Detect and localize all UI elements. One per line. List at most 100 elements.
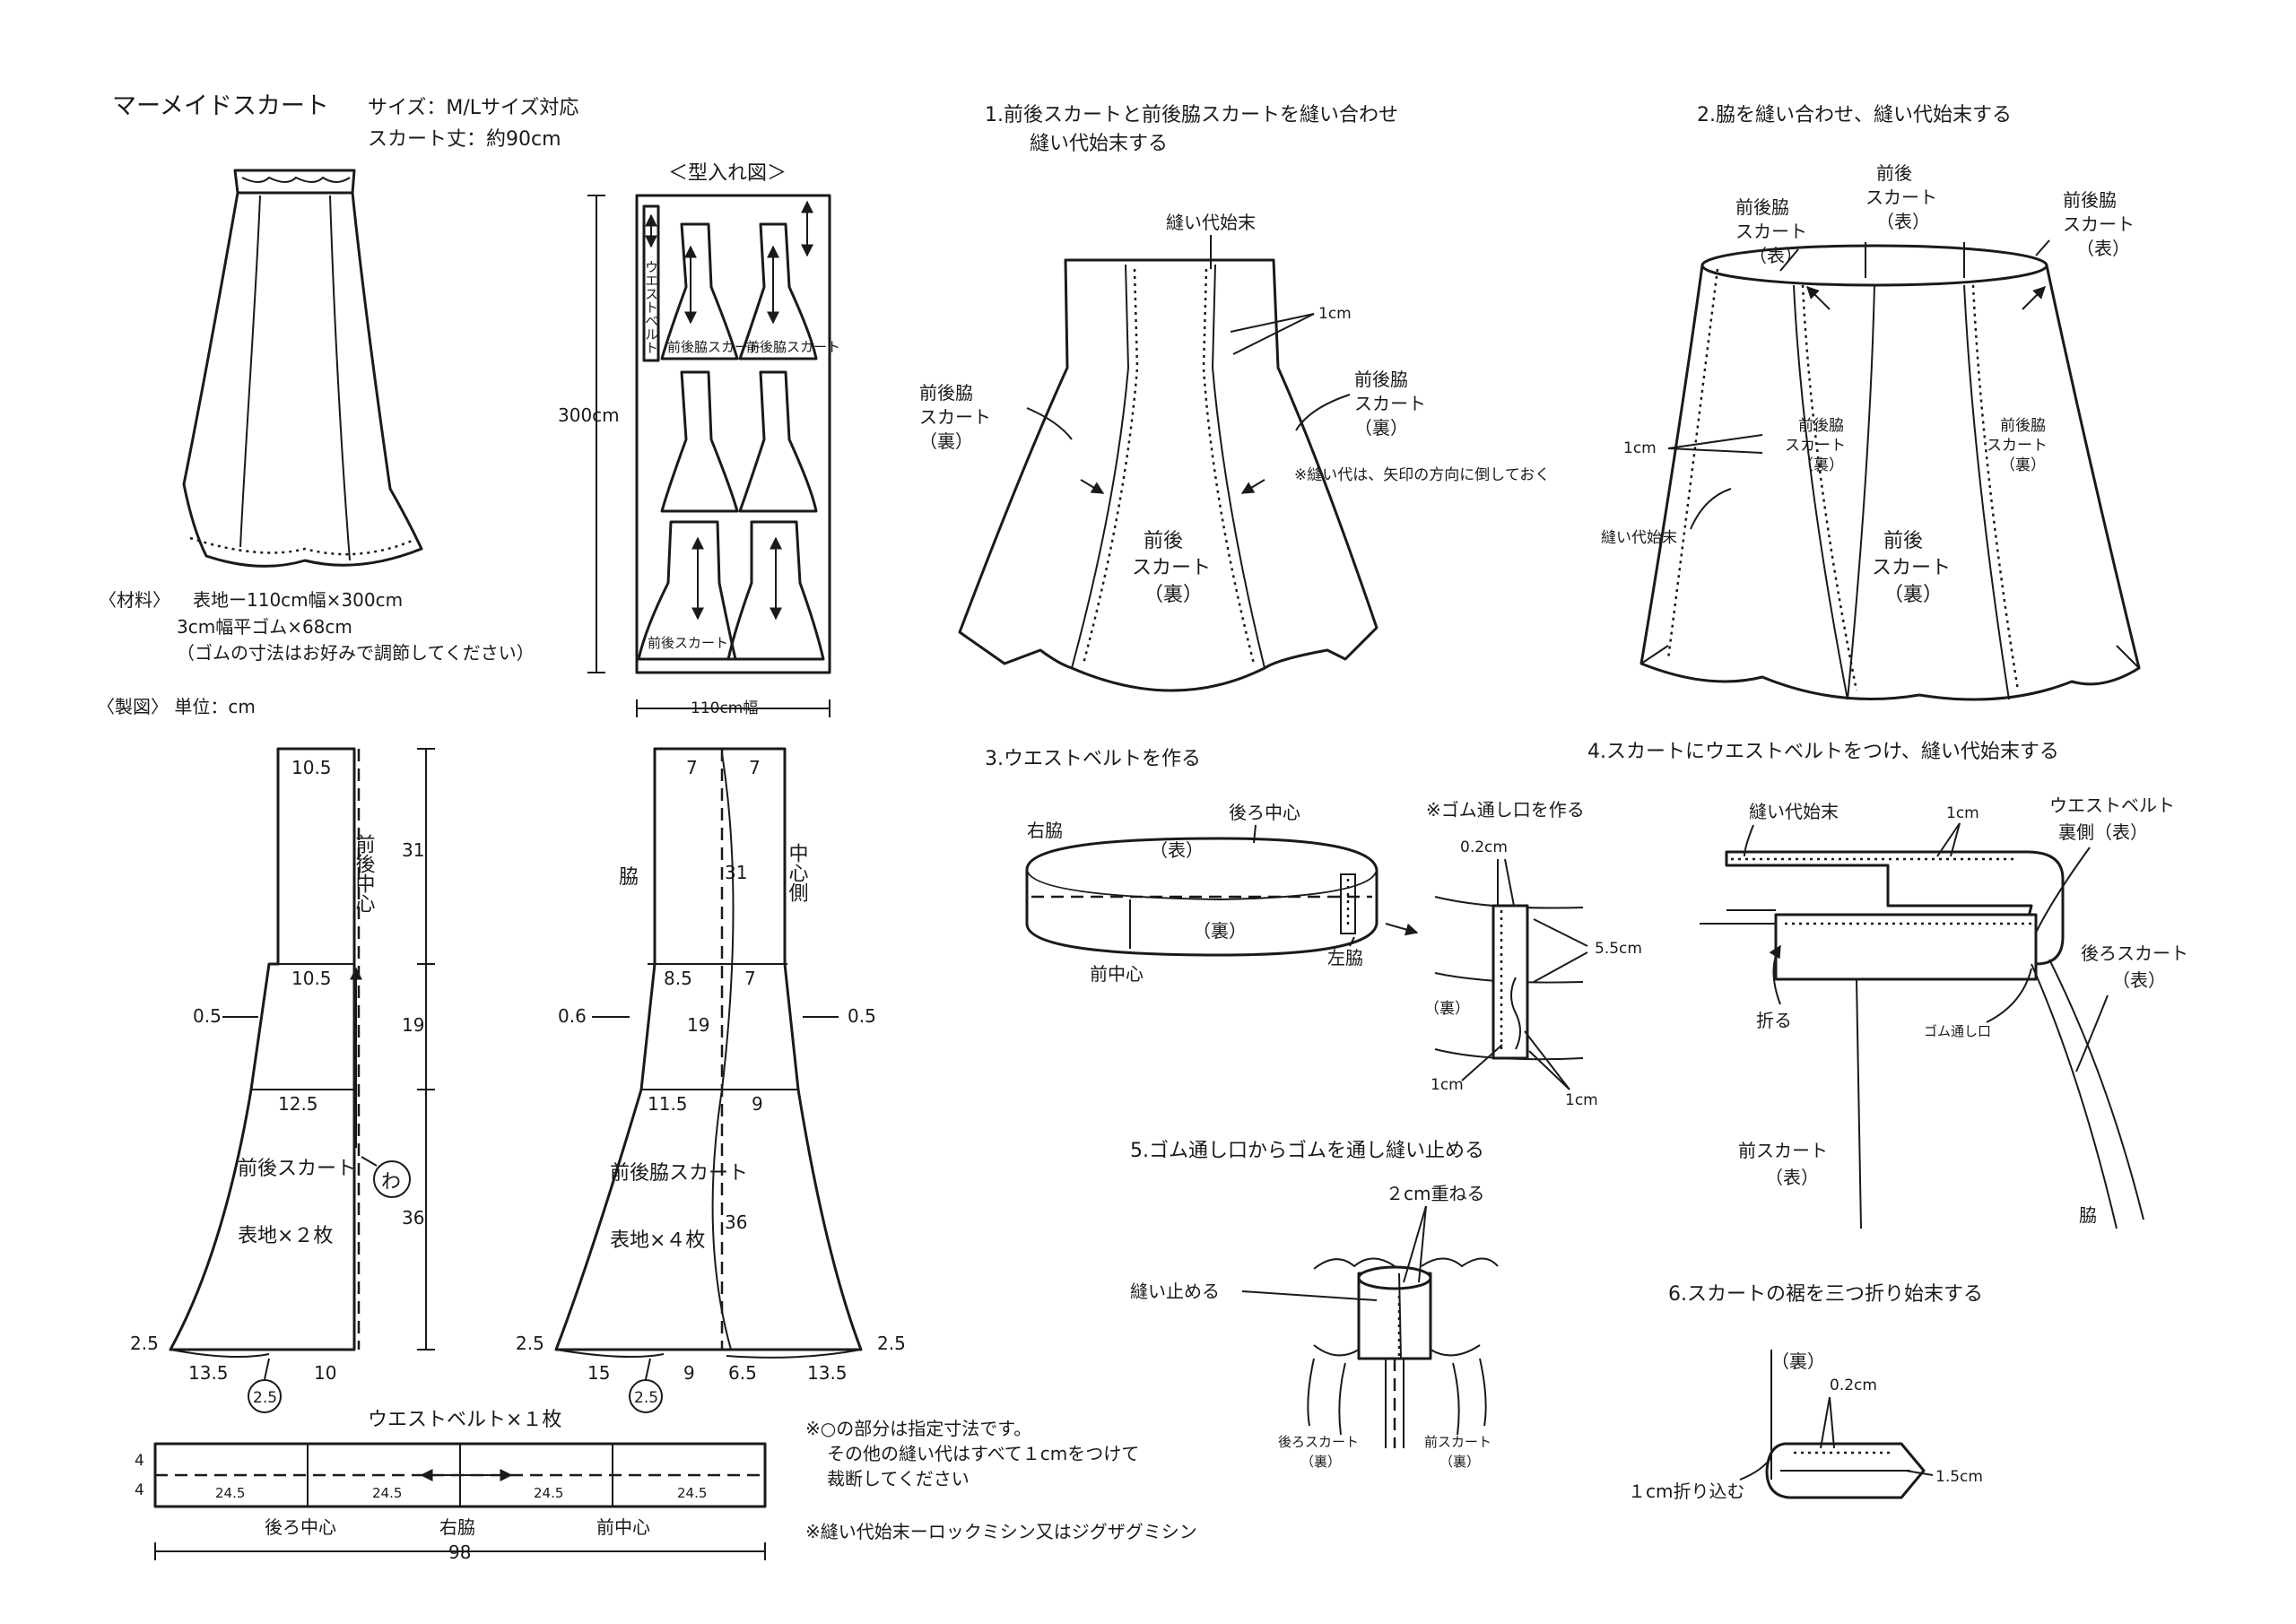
svg-text:4: 4: [135, 1452, 144, 1470]
drafting-label: 〈製図〉 単位：cm: [97, 696, 256, 717]
svg-text:（表）: （表）: [1876, 211, 1930, 232]
svg-text:1cm: 1cm: [1318, 305, 1352, 323]
svg-text:36: 36: [725, 1211, 747, 1233]
svg-text:前中心: 前中心: [596, 1516, 650, 1538]
svg-text:（裏）: （裏）: [1354, 417, 1408, 439]
svg-text:110cm幅: 110cm幅: [691, 699, 758, 717]
svg-text:15: 15: [587, 1362, 610, 1384]
svg-text:前後脇スカート: 前後脇スカート: [610, 1162, 748, 1185]
svg-text:縫い代始末: 縫い代始末: [1166, 212, 1256, 233]
svg-text:（ゴムの寸法はお好みで調節してください）: （ゴムの寸法はお好みで調節してください）: [177, 642, 535, 664]
draft-waist-belt: ウエストベルト×１枚 4 4 24.5 24.5 24.5 24.5 後ろ中心 …: [135, 1409, 767, 1563]
svg-text:表地ー110cm幅×300cm: 表地ー110cm幅×300cm: [193, 589, 403, 611]
svg-text:前スカート: 前スカート: [1424, 1434, 1492, 1450]
svg-text:スカート: スカート: [1735, 221, 1807, 242]
svg-text:300cm: 300cm: [558, 404, 620, 426]
svg-text:前後スカート: 前後スカート: [238, 1158, 356, 1180]
step-5-title: 5.ゴム通し口からゴムを通し縫い止める: [1130, 1140, 1484, 1162]
svg-text:10.5: 10.5: [291, 968, 332, 989]
svg-text:8.5: 8.5: [664, 968, 692, 989]
svg-text:〈材料〉: 〈材料〉: [99, 589, 170, 611]
svg-text:※縫い代は、矢印の方向に倒しておく: ※縫い代は、矢印の方向に倒しておく: [1294, 466, 1550, 484]
svg-text:9: 9: [683, 1362, 695, 1384]
svg-text:裏側（表）: 裏側（表）: [2058, 821, 2148, 843]
svg-text:後ろスカート: 後ろスカート: [2081, 942, 2188, 964]
svg-text:前後脇: 前後脇: [2000, 417, 2046, 435]
svg-text:脇: 脇: [619, 866, 639, 889]
svg-text:折る: 折る: [1756, 1010, 1792, 1031]
svg-text:（裏）: （裏）: [1193, 920, 1247, 942]
notes: ※○の部分は指定寸法です。 その他の縫い代はすべて１cmをつけて 裁断してくださ…: [805, 1418, 1197, 1542]
svg-text:（裏）: （裏）: [1144, 584, 1203, 606]
svg-text:19: 19: [687, 1014, 709, 1036]
svg-text:（裏）: （裏）: [1300, 1454, 1341, 1470]
layout-diagram: ＜型入れ図＞ 300cm 110cm幅 ウエストベルト 前後脇スカート 前後脇ス…: [558, 162, 840, 717]
svg-text:前中心: 前中心: [1090, 963, 1144, 985]
step-6-title: 6.スカートの裾を三つ折り始末する: [1668, 1283, 1983, 1306]
svg-text:2.5: 2.5: [516, 1333, 544, 1354]
size-text: サイズ：M/Lサイズ対応: [368, 97, 578, 119]
svg-text:1cm: 1cm: [1946, 804, 1979, 822]
svg-text:10: 10: [314, 1362, 336, 1384]
step-3: 3.ウエストベルトを作る 右脇 後ろ中心 （表） （裏） 前中心 左脇 ※ゴム通…: [985, 748, 1642, 1109]
draft-side-skirt: 7 7 8.5 7 11.5 9 0.6 0.5 2.5 2.5 15 9 6.…: [516, 747, 906, 1413]
svg-text:（裏）: （裏）: [1439, 1454, 1480, 1470]
step-4-title: 4.スカートにウエストベルトをつけ、縫い代始末する: [1587, 741, 2059, 763]
svg-text:スカート: スカート: [919, 406, 991, 428]
svg-text:98: 98: [448, 1541, 471, 1563]
svg-text:6.5: 6.5: [728, 1362, 757, 1384]
svg-text:裁断してください: 裁断してください: [827, 1468, 970, 1489]
svg-text:左脇: 左脇: [1327, 947, 1363, 968]
svg-text:（裏）: （裏）: [1798, 456, 1844, 474]
svg-text:前後: 前後: [1876, 162, 1912, 184]
svg-text:※縫い代始末ーロックミシン又はジグザグミシン: ※縫い代始末ーロックミシン又はジグザグミシン: [805, 1521, 1197, 1542]
svg-text:（裏）: （裏）: [1883, 584, 1943, 606]
svg-text:3cm幅平ゴム×68cm: 3cm幅平ゴム×68cm: [177, 616, 352, 638]
svg-text:2.5: 2.5: [253, 1389, 277, 1407]
svg-text:前後スカート: 前後スカート: [648, 635, 728, 651]
svg-text:前後中心: 前後中心: [352, 834, 376, 913]
svg-text:前後: 前後: [1883, 530, 1923, 552]
svg-text:10.5: 10.5: [291, 757, 332, 778]
svg-text:2.5: 2.5: [130, 1333, 159, 1354]
layout-side-piece-3: [660, 370, 739, 513]
svg-text:（裏）: （裏）: [1771, 1350, 1825, 1372]
svg-text:31: 31: [402, 839, 424, 861]
svg-text:前後脇: 前後脇: [1735, 196, 1789, 218]
svg-text:前後脇: 前後脇: [2063, 189, 2117, 211]
svg-text:1.5cm: 1.5cm: [1935, 1468, 1983, 1486]
svg-text:2.5: 2.5: [877, 1333, 906, 1354]
svg-text:スカート: スカート: [1866, 187, 1937, 208]
svg-text:前後: 前後: [1144, 530, 1183, 552]
svg-text:0.6: 0.6: [558, 1005, 587, 1027]
svg-text:（表）: （表）: [1749, 245, 1803, 266]
svg-text:前後脇スカート: 前後脇スカート: [746, 339, 840, 355]
svg-text:スカート: スカート: [1987, 437, 2048, 455]
step-5: 5.ゴム通し口からゴムを通し縫い止める ２cm重ねる 縫い止める 後ろスカート …: [1130, 1140, 1499, 1470]
svg-text:7: 7: [686, 757, 698, 778]
svg-text:＜型入れ図＞: ＜型入れ図＞: [668, 162, 787, 185]
svg-text:スカート: スカート: [1354, 393, 1426, 414]
svg-text:0.5: 0.5: [848, 1005, 876, 1027]
svg-text:19: 19: [402, 1014, 424, 1036]
svg-text:31: 31: [725, 862, 747, 883]
svg-text:（表）: （表）: [2076, 238, 2130, 259]
svg-text:36: 36: [402, 1207, 424, 1229]
svg-text:スカート: スカート: [1132, 557, 1211, 579]
svg-text:13.5: 13.5: [807, 1362, 848, 1384]
svg-text:12.5: 12.5: [278, 1093, 318, 1115]
step-2: 2.脇を縫い合わせ、縫い代始末する 前後脇 スカート （表） 前後 スカート （…: [1601, 104, 2141, 701]
svg-text:0.2cm: 0.2cm: [1460, 838, 1508, 856]
svg-text:わ: わ: [381, 1171, 401, 1194]
svg-text:1cm: 1cm: [1565, 1091, 1598, 1109]
page-title: マーメイドスカート: [112, 92, 329, 120]
svg-text:11.5: 11.5: [648, 1093, 688, 1115]
svg-text:右脇: 右脇: [1027, 820, 1063, 841]
svg-text:縫い代始末: 縫い代始末: [1749, 801, 1839, 822]
finished-skirt-illustration: [182, 169, 423, 568]
svg-text:2.5: 2.5: [634, 1389, 658, 1407]
svg-text:5.5cm: 5.5cm: [1595, 940, 1642, 958]
step-6: 6.スカートの裾を三つ折り始末する （裏） 0.2cm 1.5cm １cm折り込…: [1628, 1283, 1983, 1502]
svg-text:右脇: 右脇: [439, 1516, 475, 1538]
